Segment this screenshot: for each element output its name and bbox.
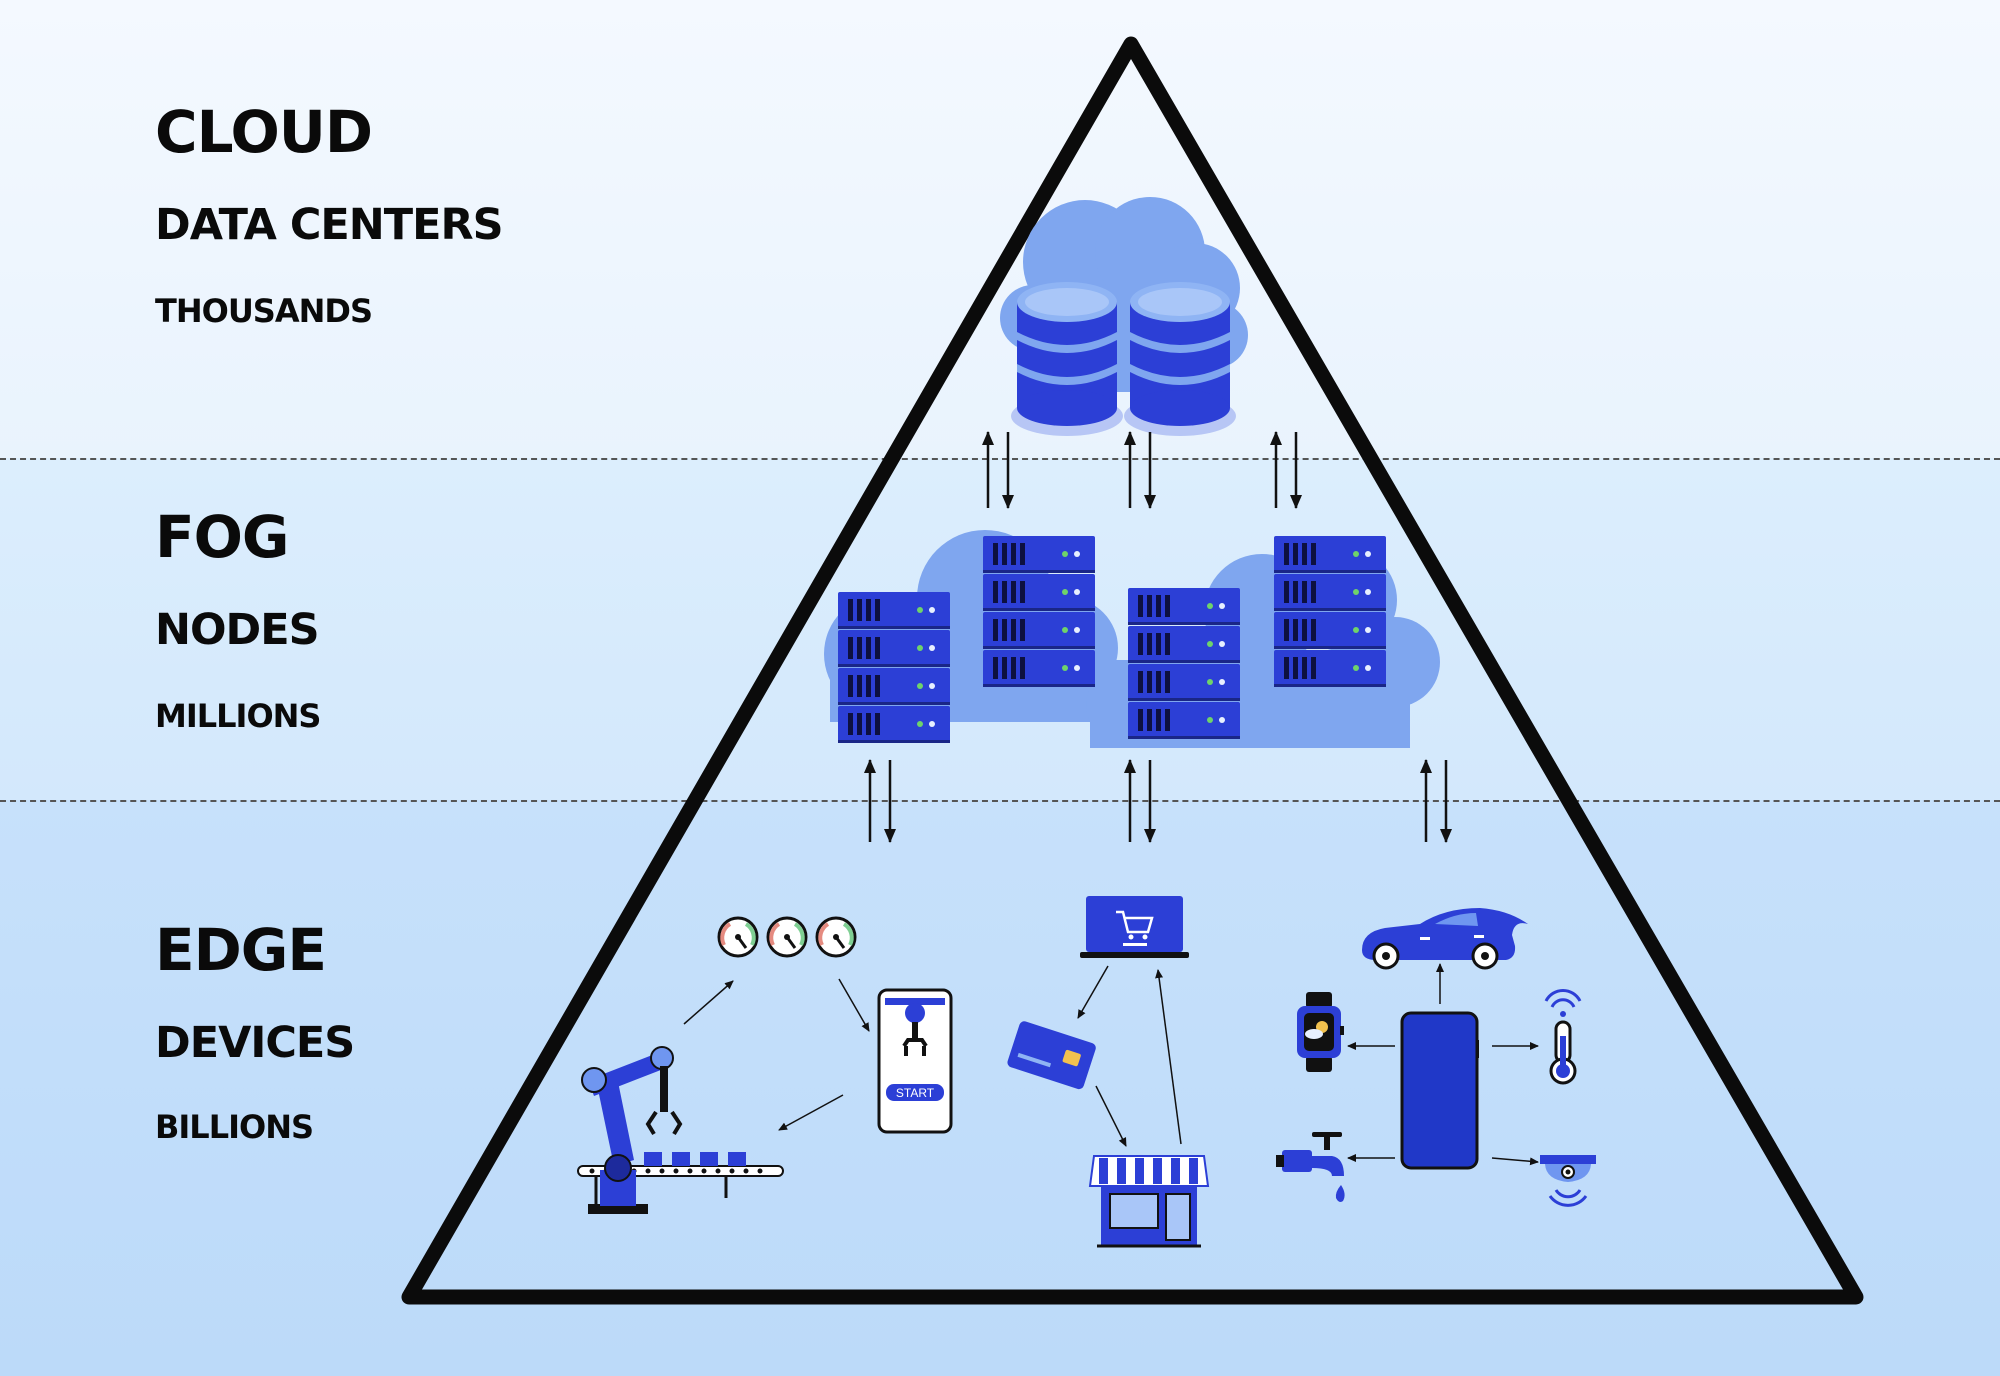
cloud-count: THOUSANDS <box>155 292 373 330</box>
laptop-cart-icon <box>1080 896 1189 958</box>
security-camera-icon <box>1540 1155 1596 1207</box>
water-tap-icon <box>1276 1132 1345 1202</box>
edge-subtitle: DEVICES <box>155 1018 355 1068</box>
fog-title: FOG <box>155 503 290 571</box>
car-icon <box>1362 908 1528 970</box>
smartwatch-icon <box>1297 992 1344 1072</box>
gauge-icon <box>717 916 759 958</box>
edge-count: BILLIONS <box>155 1108 314 1146</box>
start-button: START <box>896 1086 935 1100</box>
gauge-icon <box>766 916 808 958</box>
robot-arm-icon <box>577 1046 784 1214</box>
retail-arrows <box>1077 965 1182 1147</box>
cloud-title: CLOUD <box>155 98 373 166</box>
industrial-arrows <box>683 978 870 1131</box>
edge-band <box>0 800 2000 1376</box>
fog-count: MILLIONS <box>155 697 321 735</box>
smartphone-icon <box>1400 1011 1479 1170</box>
fog-subtitle: NODES <box>155 605 320 655</box>
fog-edge-arrows <box>864 759 1452 843</box>
consumer-arrows <box>1347 963 1539 1166</box>
thermometer-icon <box>1544 988 1582 1085</box>
cloud-subtitle: DATA CENTERS <box>155 200 504 250</box>
cloud-fog-arrows <box>982 431 1302 509</box>
smartphone-icon: START <box>877 988 953 1134</box>
cloud-fog-divider <box>0 458 2000 460</box>
pyramid-outline <box>401 36 1864 1305</box>
storefront-icon <box>1088 1155 1210 1248</box>
database-icon <box>1124 282 1236 436</box>
database-icon <box>1011 282 1123 436</box>
edge-title: EDGE <box>155 916 327 984</box>
credit-card-icon <box>1007 1021 1096 1090</box>
cloud-band <box>0 0 2000 458</box>
fog-edge-divider <box>0 800 2000 802</box>
gauge-icon <box>815 916 857 958</box>
